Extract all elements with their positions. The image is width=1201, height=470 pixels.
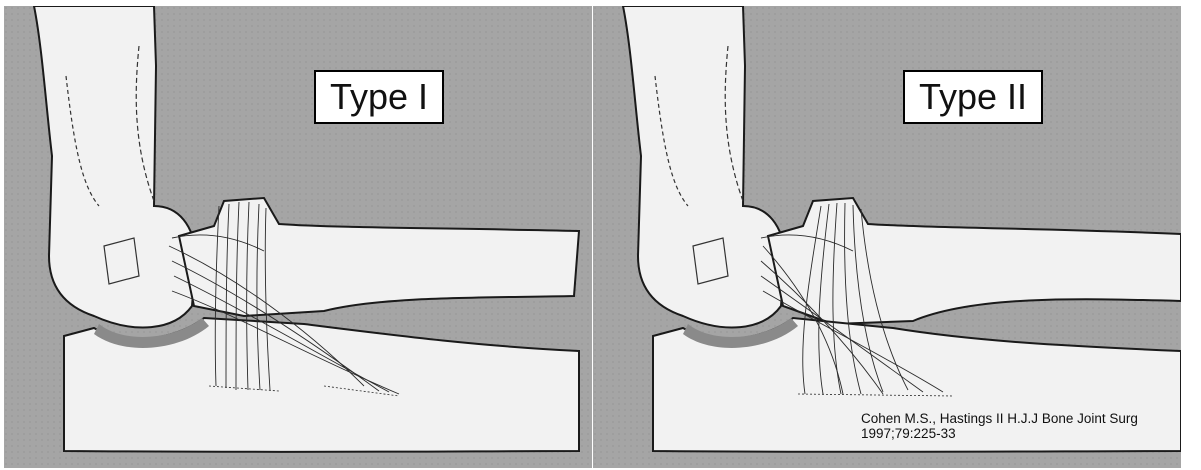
citation: Cohen M.S., Hastings II H.J.J Bone Joint… (861, 411, 1138, 441)
elbow-ligament-illustration-type-2 (593, 6, 1181, 468)
citation-line-1: Cohen M.S., Hastings II H.J.J Bone Joint… (861, 411, 1138, 426)
type-2-label: Type II (903, 70, 1043, 124)
elbow-ligament-illustration-type-1 (4, 6, 592, 468)
citation-line-2: 1997;79:225-33 (861, 426, 1138, 441)
type-1-label: Type I (314, 70, 444, 124)
panel-type-1: Type I (4, 6, 592, 468)
panel-type-2: Type II Cohen M.S., Hastings II H.J.J Bo… (593, 6, 1181, 468)
